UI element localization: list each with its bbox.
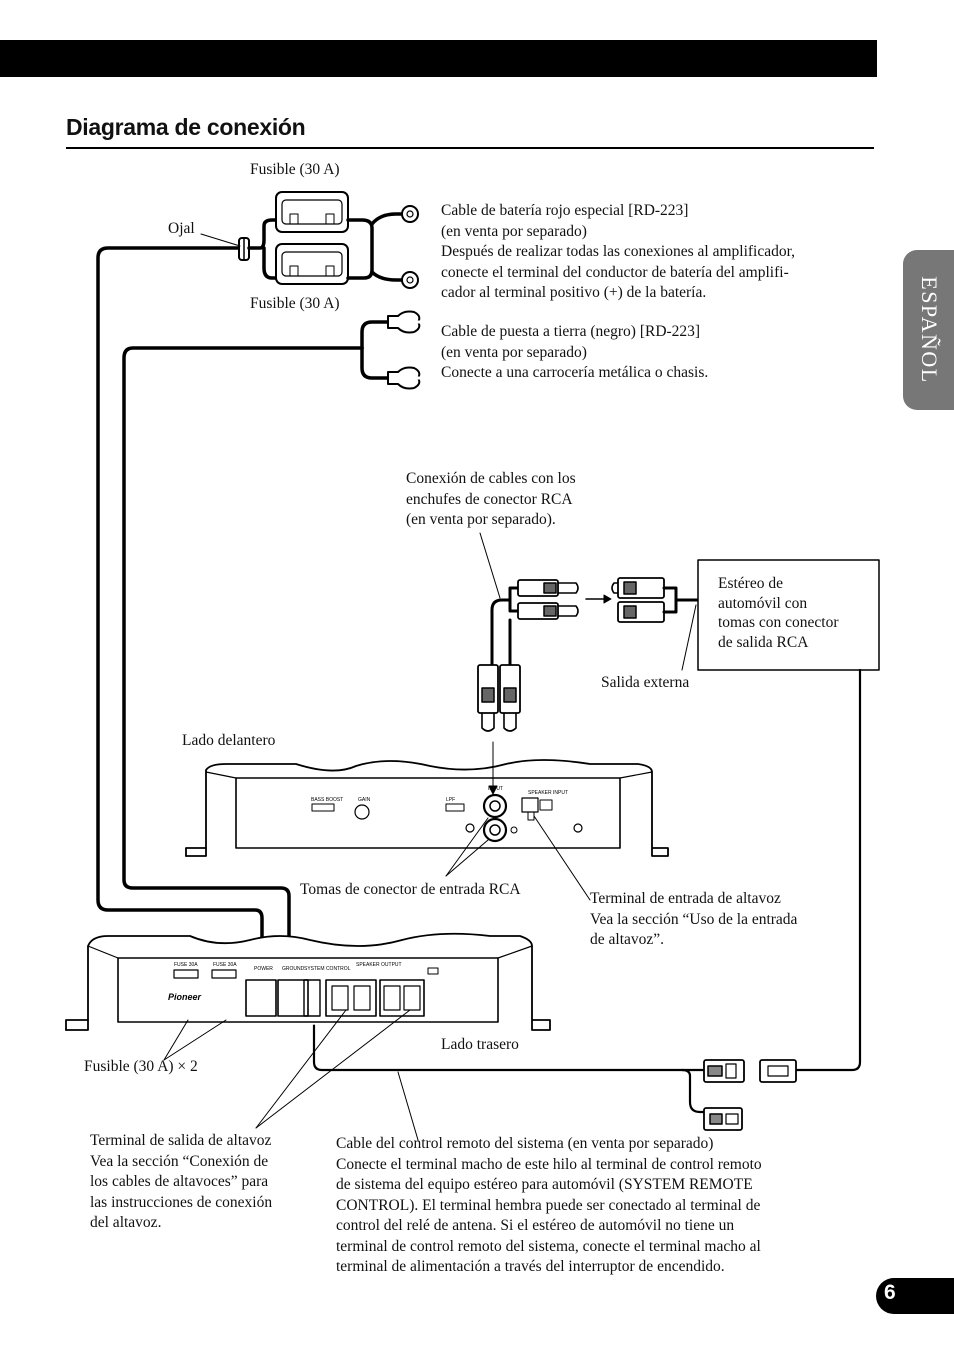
battery-cable-line: Después de realizar todas las conexiones… — [441, 243, 796, 260]
battery-cable-note: Cable de batería rojo especial [RD-223] … — [441, 201, 795, 304]
header-bar — [0, 40, 877, 77]
car-stereo-box — [697, 559, 880, 671]
remote-cable-line: control del relé de antena. Si el estére… — [336, 1217, 735, 1234]
car-stereo-note: Estéreo de automóvil con tomas con conec… — [718, 574, 839, 652]
speaker-input-line: de altavoz”. — [590, 931, 665, 948]
language-tab: ESPAÑOL — [903, 250, 954, 410]
speaker-output-terminal-note: Terminal de salida de altavoz Vea la sec… — [90, 1131, 272, 1234]
rca-input-jacks-label: Tomas de conector de entrada RCA — [300, 881, 521, 898]
battery-cable-line: Cable de batería rojo especial [RD-223] — [441, 202, 689, 219]
fuse-x2-label: Fusible (30 A) × 2 — [84, 1058, 198, 1075]
amplifier-front: BASS BOOST GAIN LPF INPUT SPEAKER INPUT — [185, 759, 669, 857]
car-stereo-line: Estéreo de — [718, 575, 783, 592]
ground-cable-line: Conecte a una carrocería metálica o chas… — [441, 364, 709, 381]
fuse-top-label: Fusible (30 A) — [250, 161, 340, 178]
title-divider — [66, 147, 874, 149]
page-number: 6 — [884, 1281, 896, 1304]
grommet-label: Ojal — [168, 220, 195, 237]
system-control-label: SYSTEM CONTROL — [304, 966, 351, 972]
rca-connection-line: (en venta por separado). — [406, 511, 556, 528]
remote-cable-note: Cable del control remoto del sistema (en… — [336, 1134, 762, 1278]
ground-cable — [122, 346, 364, 987]
battery-cable-line: cador al terminal positivo (+) de la bat… — [441, 284, 707, 301]
ground-cable-line: Cable de puesta a tierra (negro) [RD-223… — [441, 323, 701, 340]
battery-cable — [96, 246, 264, 987]
speaker-output-line: Vea la sección “Conexión de — [90, 1152, 269, 1170]
ground-label: GROUND — [282, 966, 305, 972]
bass-boost-label: BASS BOOST — [311, 797, 343, 803]
speaker-output-line: Terminal de salida de altavoz — [90, 1132, 272, 1149]
gain-label: GAIN — [358, 797, 371, 803]
front-side-label: Lado delantero — [182, 732, 276, 749]
car-stereo-line: tomas con conector — [718, 614, 839, 631]
fuse-bottom-label: Fusible (30 A) — [250, 295, 340, 312]
fuse-b-label: FUSE 30A — [213, 962, 237, 968]
rca-connection-note: Conexión de cables con los enchufes de c… — [406, 469, 576, 531]
remote-cable-line: Conecte el terminal macho de este hilo a… — [336, 1155, 762, 1173]
remote-cable-line: terminal de control remoto del sistema, … — [336, 1237, 761, 1255]
remote-cable-line: terminal de alimentación a través del in… — [336, 1258, 725, 1275]
rear-side-label: Lado trasero — [441, 1036, 519, 1053]
fuse-holders — [247, 191, 419, 289]
speaker-output-line: del altavoz. — [90, 1214, 162, 1231]
ground-cable-note: Cable de puesta a tierra (negro) [RD-223… — [441, 322, 708, 384]
leader-lines — [163, 532, 697, 1141]
car-stereo-line: automóvil con — [718, 594, 808, 612]
remote-control-wire — [312, 983, 706, 1114]
fuse-a-label: FUSE 30A — [174, 962, 198, 968]
rca-cables — [477, 577, 700, 732]
power-label: POWER — [254, 966, 273, 972]
rca-connection-line: Conexión de cables con los — [406, 470, 576, 487]
ground-cable-line: (en venta por separado) — [441, 343, 587, 361]
rca-connection-line: enchufes de conector RCA — [406, 490, 573, 508]
speaker-input-terminal-note: Terminal de entrada de altavoz Vea la se… — [590, 889, 797, 951]
speaker-input-label: SPEAKER INPUT — [528, 790, 568, 796]
page-number-tab: 6 — [876, 1278, 954, 1314]
page-title: Diagrama de conexión — [66, 114, 306, 140]
remote-cable-line: CONTROL). El terminal hembra puede ser c… — [336, 1196, 761, 1214]
speaker-output-line: los cables de altavoces” para — [90, 1173, 269, 1190]
car-stereo-line: de salida RCA — [718, 633, 809, 651]
battery-cable-line: conecte el terminal del conductor de bat… — [441, 263, 789, 281]
battery-cable-line: (en venta por separado) — [441, 222, 587, 240]
speaker-input-line: Vea la sección “Uso de la entrada — [590, 910, 798, 928]
lpf-label: LPF — [446, 797, 455, 803]
ground-branch — [360, 310, 422, 390]
external-output-label: Salida externa — [601, 674, 690, 691]
speaker-input-line: Terminal de entrada de altavoz — [590, 890, 781, 907]
remote-connectors — [703, 1059, 797, 1131]
remote-cable-line: de sistema del equipo estéreo para autom… — [336, 1176, 753, 1193]
brand-logo: Pioneer — [168, 992, 202, 1002]
amplifier-rear: FUSE 30A FUSE 30A Pioneer POWER GROUND S… — [65, 932, 551, 1031]
remote-cable-line: Cable del control remoto del sistema (en… — [336, 1135, 714, 1152]
speaker-output-line: las instrucciones de conexión — [90, 1193, 273, 1211]
stereo-remote-wire — [795, 668, 862, 1072]
speaker-output-label: SPEAKER OUTPUT — [356, 962, 402, 968]
